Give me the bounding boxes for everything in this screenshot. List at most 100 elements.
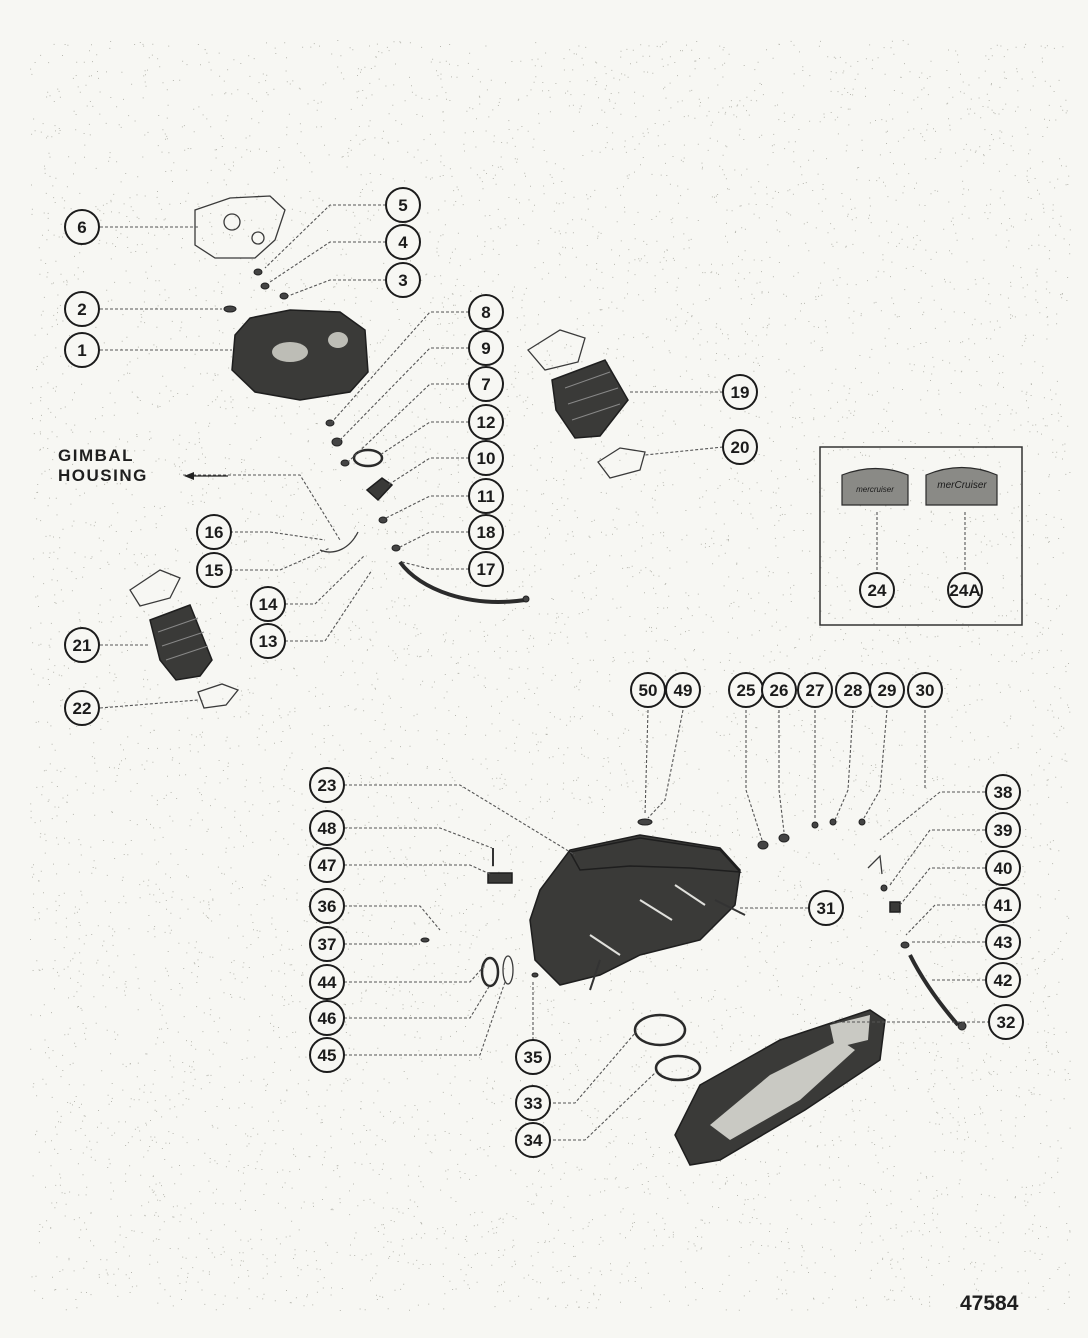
callout-circle bbox=[985, 774, 1021, 810]
callout-circle bbox=[468, 330, 504, 366]
callout-24: 24 bbox=[859, 572, 895, 608]
callout-5: 5 bbox=[385, 187, 421, 223]
callout-number: 11 bbox=[477, 487, 495, 506]
callout-circle bbox=[468, 514, 504, 550]
callout-number: 40 bbox=[994, 859, 1013, 878]
callout-36: 36 bbox=[309, 888, 345, 924]
callout-14: 14 bbox=[250, 586, 286, 622]
callout-number: 14 bbox=[259, 595, 278, 614]
callout-circle bbox=[468, 404, 504, 440]
callout-23: 23 bbox=[309, 767, 345, 803]
callout-number: 28 bbox=[844, 681, 863, 700]
bellows-upper-part bbox=[527, 329, 646, 479]
callout-circle bbox=[985, 887, 1021, 923]
callout-circle bbox=[985, 850, 1021, 886]
callout-9: 9 bbox=[468, 330, 504, 366]
callout-circle bbox=[722, 374, 758, 410]
callout-34: 34 bbox=[515, 1122, 551, 1158]
callout-circle bbox=[309, 1037, 345, 1073]
callout-number: 2 bbox=[77, 300, 86, 319]
callout-number: 31 bbox=[817, 899, 836, 918]
callout-27: 27 bbox=[797, 672, 833, 708]
callout-number: 47 bbox=[318, 856, 337, 875]
callout-40: 40 bbox=[985, 850, 1021, 886]
callout-circle bbox=[385, 187, 421, 223]
callout-13: 13 bbox=[250, 623, 286, 659]
callout-number: 43 bbox=[994, 933, 1013, 952]
callout-number: 1 bbox=[77, 341, 86, 360]
callout-number: 38 bbox=[994, 783, 1013, 802]
callout-7: 7 bbox=[468, 366, 504, 402]
gimbal-label-line2: HOUSING bbox=[58, 466, 148, 485]
callout-circle bbox=[309, 926, 345, 962]
callout-circle bbox=[196, 552, 232, 588]
callout-number: 9 bbox=[481, 339, 490, 358]
callout-number: 32 bbox=[997, 1013, 1016, 1032]
callout-circle bbox=[988, 1004, 1024, 1040]
callout-circle bbox=[385, 224, 421, 260]
callout-38: 38 bbox=[985, 774, 1021, 810]
callout-number: 21 bbox=[73, 636, 92, 655]
callout-28: 28 bbox=[835, 672, 871, 708]
callout-number: 3 bbox=[398, 271, 407, 290]
callout-number: 37 bbox=[318, 935, 337, 954]
callout-circle bbox=[761, 672, 797, 708]
callout-circle bbox=[64, 209, 100, 245]
callout-circle bbox=[250, 623, 286, 659]
callout-22: 22 bbox=[64, 690, 100, 726]
callout-41: 41 bbox=[985, 887, 1021, 923]
callout-49: 49 bbox=[665, 672, 701, 708]
callout-number: 8 bbox=[481, 303, 490, 322]
callout-26: 26 bbox=[761, 672, 797, 708]
shift-linkage-parts bbox=[319, 419, 530, 604]
callout-number: 41 bbox=[994, 896, 1013, 915]
studs-and-small-parts bbox=[420, 818, 967, 1031]
small-washers bbox=[223, 268, 289, 313]
callout-circle bbox=[985, 924, 1021, 960]
callout-50: 50 bbox=[630, 672, 666, 708]
callout-number: 49 bbox=[674, 681, 693, 700]
callout-circle bbox=[309, 847, 345, 883]
callout-circle bbox=[309, 767, 345, 803]
callout-number: 6 bbox=[77, 218, 86, 237]
callout-17: 17 bbox=[468, 551, 504, 587]
callout-circle bbox=[64, 332, 100, 368]
callout-circle bbox=[859, 572, 895, 608]
callout-number: 42 bbox=[994, 971, 1013, 990]
callout-20: 20 bbox=[722, 429, 758, 465]
callout-31: 31 bbox=[808, 890, 844, 926]
callout-circle bbox=[722, 429, 758, 465]
callout-number: 19 bbox=[731, 383, 750, 402]
callout-number: 12 bbox=[477, 413, 496, 432]
gimbal-housing-arrow bbox=[184, 472, 228, 480]
decal-right-text: merCruiser bbox=[937, 480, 987, 491]
callout-circle bbox=[64, 291, 100, 327]
callout-circle bbox=[515, 1122, 551, 1158]
callout-15: 15 bbox=[196, 552, 232, 588]
callout-circle bbox=[869, 672, 905, 708]
callout-number: 18 bbox=[477, 523, 496, 542]
figure-number: 47584 bbox=[960, 1292, 1019, 1315]
callout-circle bbox=[468, 294, 504, 330]
decal-left-text: mercruiser bbox=[856, 485, 894, 494]
callout-number: 15 bbox=[205, 561, 224, 580]
callout-circle bbox=[309, 888, 345, 924]
callout-number: 44 bbox=[318, 973, 337, 992]
callout-circle bbox=[797, 672, 833, 708]
callout-number: 50 bbox=[639, 681, 658, 700]
callout-number: 24A bbox=[949, 581, 980, 600]
callout-18: 18 bbox=[468, 514, 504, 550]
callout-4: 4 bbox=[385, 224, 421, 260]
callout-circle bbox=[468, 551, 504, 587]
o-rings bbox=[633, 1013, 702, 1082]
callout-circle bbox=[947, 572, 983, 608]
callout-circle bbox=[64, 690, 100, 726]
callout-43: 43 bbox=[985, 924, 1021, 960]
callout-number: 16 bbox=[205, 523, 224, 542]
callout-3: 3 bbox=[385, 262, 421, 298]
callout-24a: 24A bbox=[947, 572, 983, 608]
callout-circle bbox=[385, 262, 421, 298]
callout-circle bbox=[309, 1000, 345, 1036]
callout-number: 20 bbox=[731, 438, 750, 457]
